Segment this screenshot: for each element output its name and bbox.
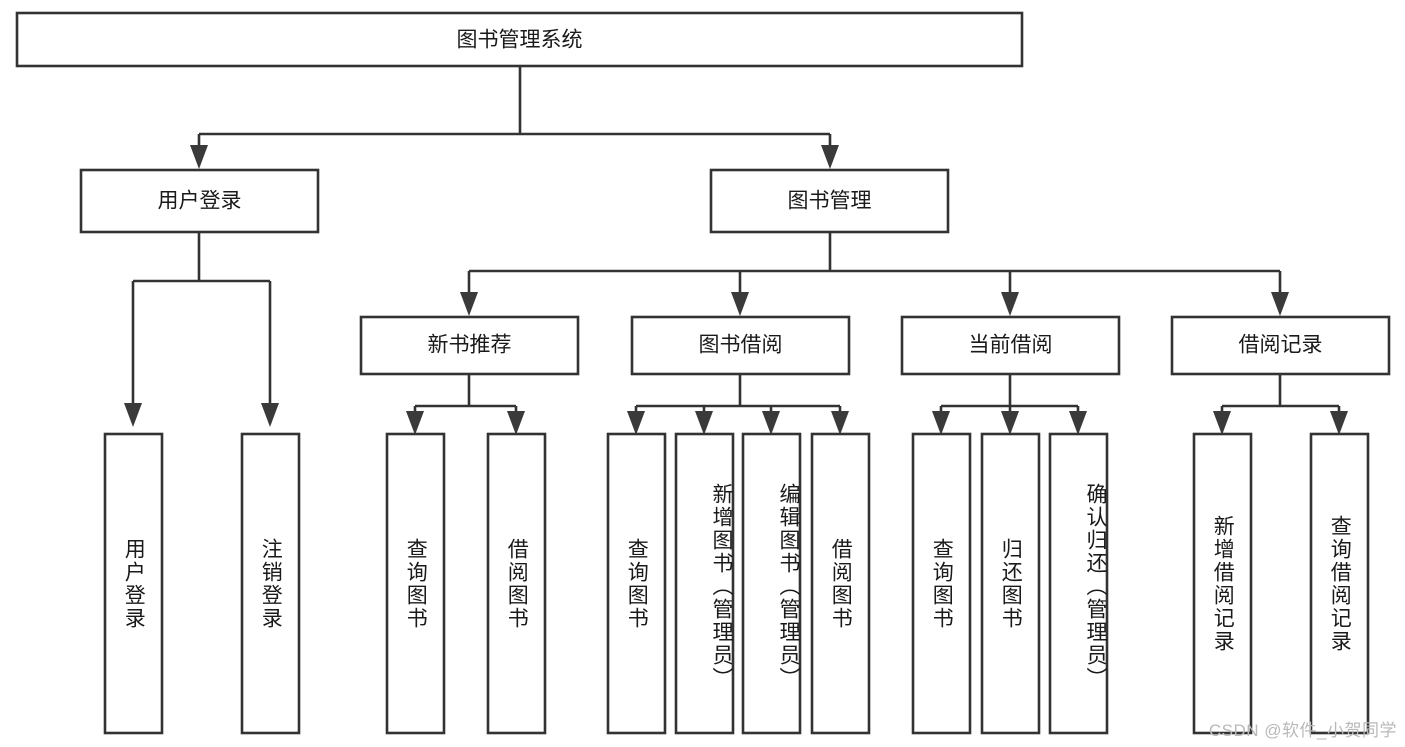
connector-group-book-borrow (627, 374, 849, 435)
connector-group-user-login (124, 232, 279, 427)
arrow-head-new-book-rec (460, 292, 478, 316)
node-leaf-user-login-box[interactable] (103, 432, 164, 735)
node-current-borrow-box[interactable] (900, 315, 1121, 376)
node-leaf-edit-book-box[interactable] (741, 432, 802, 735)
arrow-head-leaf-edit-book (762, 411, 780, 435)
node-root-label: 图书管理系统 (457, 29, 583, 52)
node-leaf-user-logout-box[interactable] (240, 432, 301, 735)
arrow-head-leaf-confirm-return (1069, 411, 1087, 435)
node-leaf-query-book-1-box[interactable] (385, 432, 446, 735)
node-book-manage[interactable]: 图书管理 (709, 168, 950, 234)
node-user-login[interactable]: 用户登录 (79, 168, 320, 234)
node-new-book-rec-label: 新书推荐 (428, 334, 512, 357)
node-book-borrow-box[interactable] (630, 315, 851, 376)
node-new-book-rec-box[interactable] (359, 315, 580, 376)
arrow-head-leaf-user-login (124, 403, 142, 427)
node-user-login-box[interactable] (79, 168, 320, 234)
node-book-borrow-label: 图书借阅 (699, 334, 783, 357)
arrow-head-leaf-query-record (1330, 411, 1348, 435)
arrow-head-leaf-query-book-2 (627, 411, 645, 435)
arrow-head-leaf-add-book (695, 411, 713, 435)
node-leaf-query-record-box[interactable] (1309, 432, 1370, 735)
arrow-head-leaf-add-record (1213, 411, 1231, 435)
arrow-head-book-manage (821, 145, 839, 169)
node-root-box[interactable] (15, 11, 1024, 68)
node-book-manage-label: 图书管理 (788, 190, 872, 213)
node-leaf-confirm-return-box[interactable] (1048, 432, 1109, 735)
node-borrow-record[interactable]: 借阅记录 (1170, 315, 1391, 376)
arrow-head-leaf-user-logout (261, 403, 279, 427)
node-borrow-record-label: 借阅记录 (1239, 334, 1323, 357)
arrow-head-current-borrow (1001, 292, 1019, 316)
connector-group-book-manage (460, 232, 1289, 316)
node-leaf-query-book-2-box[interactable] (606, 432, 667, 735)
arrow-head-leaf-query-book-3 (932, 411, 950, 435)
node-user-login-label: 用户登录 (158, 190, 242, 213)
node-leaf-query-book-3-box[interactable] (911, 432, 972, 735)
arrow-head-leaf-return-book (1001, 411, 1019, 435)
node-leaf-return-book-box[interactable] (980, 432, 1041, 735)
csdn-watermark: CSDN @软件_小贺同学 (1208, 721, 1397, 740)
node-new-book-rec[interactable]: 新书推荐 (359, 315, 580, 376)
node-leaf-add-record-box[interactable] (1192, 432, 1253, 735)
node-current-borrow[interactable]: 当前借阅 (900, 315, 1121, 376)
arrow-head-book-borrow (731, 292, 749, 316)
node-book-borrow[interactable]: 图书借阅 (630, 315, 851, 376)
arrow-head-leaf-query-book-1 (406, 411, 424, 435)
node-leaf-borrow-book-1-box[interactable] (486, 432, 547, 735)
connector-group-new-book-rec (406, 374, 525, 435)
node-leaf-borrow-book-2-box[interactable] (810, 432, 871, 735)
connector-group-borrow-record (1213, 374, 1348, 435)
arrow-head-user-login (190, 145, 208, 169)
arrow-head-leaf-borrow-book-1 (507, 411, 525, 435)
connector-group-current-borrow (932, 374, 1087, 435)
node-leaf-add-book-box[interactable] (674, 432, 735, 735)
node-root[interactable]: 图书管理系统 (15, 11, 1024, 68)
arrow-head-leaf-borrow-book-2 (831, 411, 849, 435)
arrow-head-borrow-record (1271, 292, 1289, 316)
node-borrow-record-box[interactable] (1170, 315, 1391, 376)
node-current-borrow-label: 当前借阅 (969, 334, 1053, 357)
connector-group-root (190, 66, 839, 169)
